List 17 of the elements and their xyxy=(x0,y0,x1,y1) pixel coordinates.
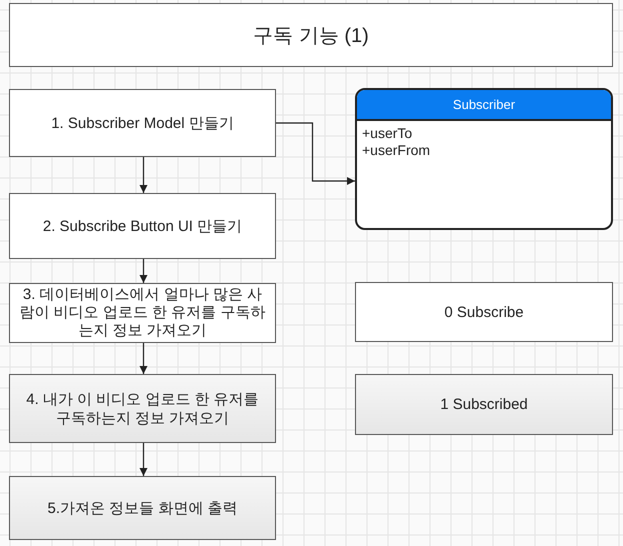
class-header: Subscriber xyxy=(357,90,611,121)
class-attribute: +userFrom xyxy=(361,142,432,159)
arrow xyxy=(140,343,148,374)
process-box: 3. 데이터베이스에서 얼마나 많은 사람이 비디오 업로드 한 유저를 구독하는지 정보 가져오기 xyxy=(9,283,276,343)
process-box: 5.가져온 정보들 화면에 출력 xyxy=(9,476,276,540)
process-box: 2. Subscribe Button UI 만들기 xyxy=(9,193,276,259)
arrow xyxy=(276,122,355,185)
process-box: 1. Subscriber Model 만들기 xyxy=(9,89,276,157)
title-box: 구독 기능 (1) xyxy=(9,3,613,67)
arrow xyxy=(140,259,148,283)
state-box: 0 Subscribe xyxy=(355,282,613,342)
process-box: 4. 내가 이 비디오 업로드 한 유저를 구독하는지 정보 가져오기 xyxy=(9,374,276,443)
state-box: 1 Subscribed xyxy=(355,374,613,435)
class-box xyxy=(355,88,613,230)
class-attribute: +userTo xyxy=(361,125,414,142)
arrow xyxy=(140,157,148,193)
arrow xyxy=(140,443,148,476)
